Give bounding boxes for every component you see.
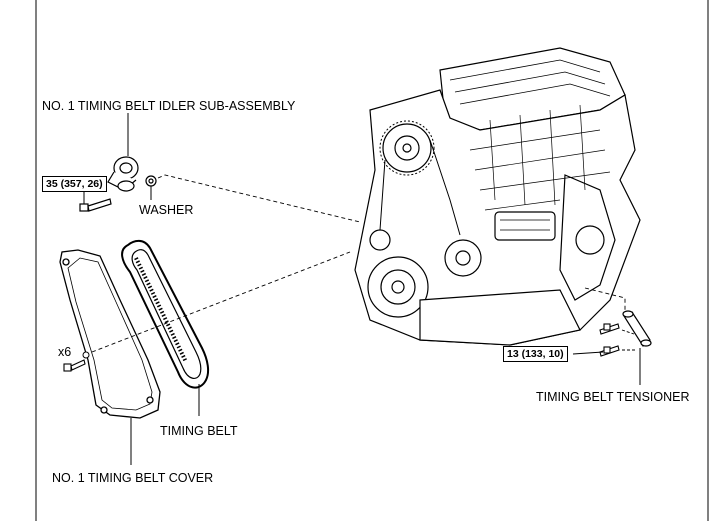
idler-bolt [79, 198, 112, 212]
cover-bolt-qty-label: x6 [58, 345, 72, 359]
cover-bolt [63, 359, 86, 372]
cover-label: NO. 1 TIMING BELT COVER [52, 471, 214, 485]
tensioner-projection-line [584, 287, 626, 310]
tensioner-bolt-leader-line [572, 351, 604, 355]
timing-belt-part [121, 239, 210, 389]
timing-belt-label: TIMING BELT [160, 424, 238, 438]
tensioner-bolt-projection [621, 329, 636, 351]
washer-label: WASHER [139, 203, 194, 217]
tensioner-part [622, 310, 652, 347]
tensioner-bolt-upper [599, 323, 620, 335]
timing-belt-cover-part [59, 249, 161, 419]
fuel-pump-body [494, 211, 556, 241]
idler-projection-line [157, 174, 361, 223]
cover-washer [82, 351, 90, 359]
washer-part [145, 175, 157, 187]
idler-label: NO. 1 TIMING BELT IDLER SUB-ASSEMBLY [42, 99, 296, 113]
tensioner-label: TIMING BELT TENSIONER [536, 390, 690, 404]
oil-pan [419, 289, 581, 346]
engine-idler-pulley [369, 229, 391, 251]
idler-torque-spec: 35 (357, 26) [42, 176, 107, 192]
engine-assembly [354, 47, 641, 346]
tensioner-bolt-lower [599, 345, 620, 357]
tensioner-torque-spec: 13 (133, 10) [503, 346, 568, 362]
idler-sub-assembly [107, 156, 139, 192]
